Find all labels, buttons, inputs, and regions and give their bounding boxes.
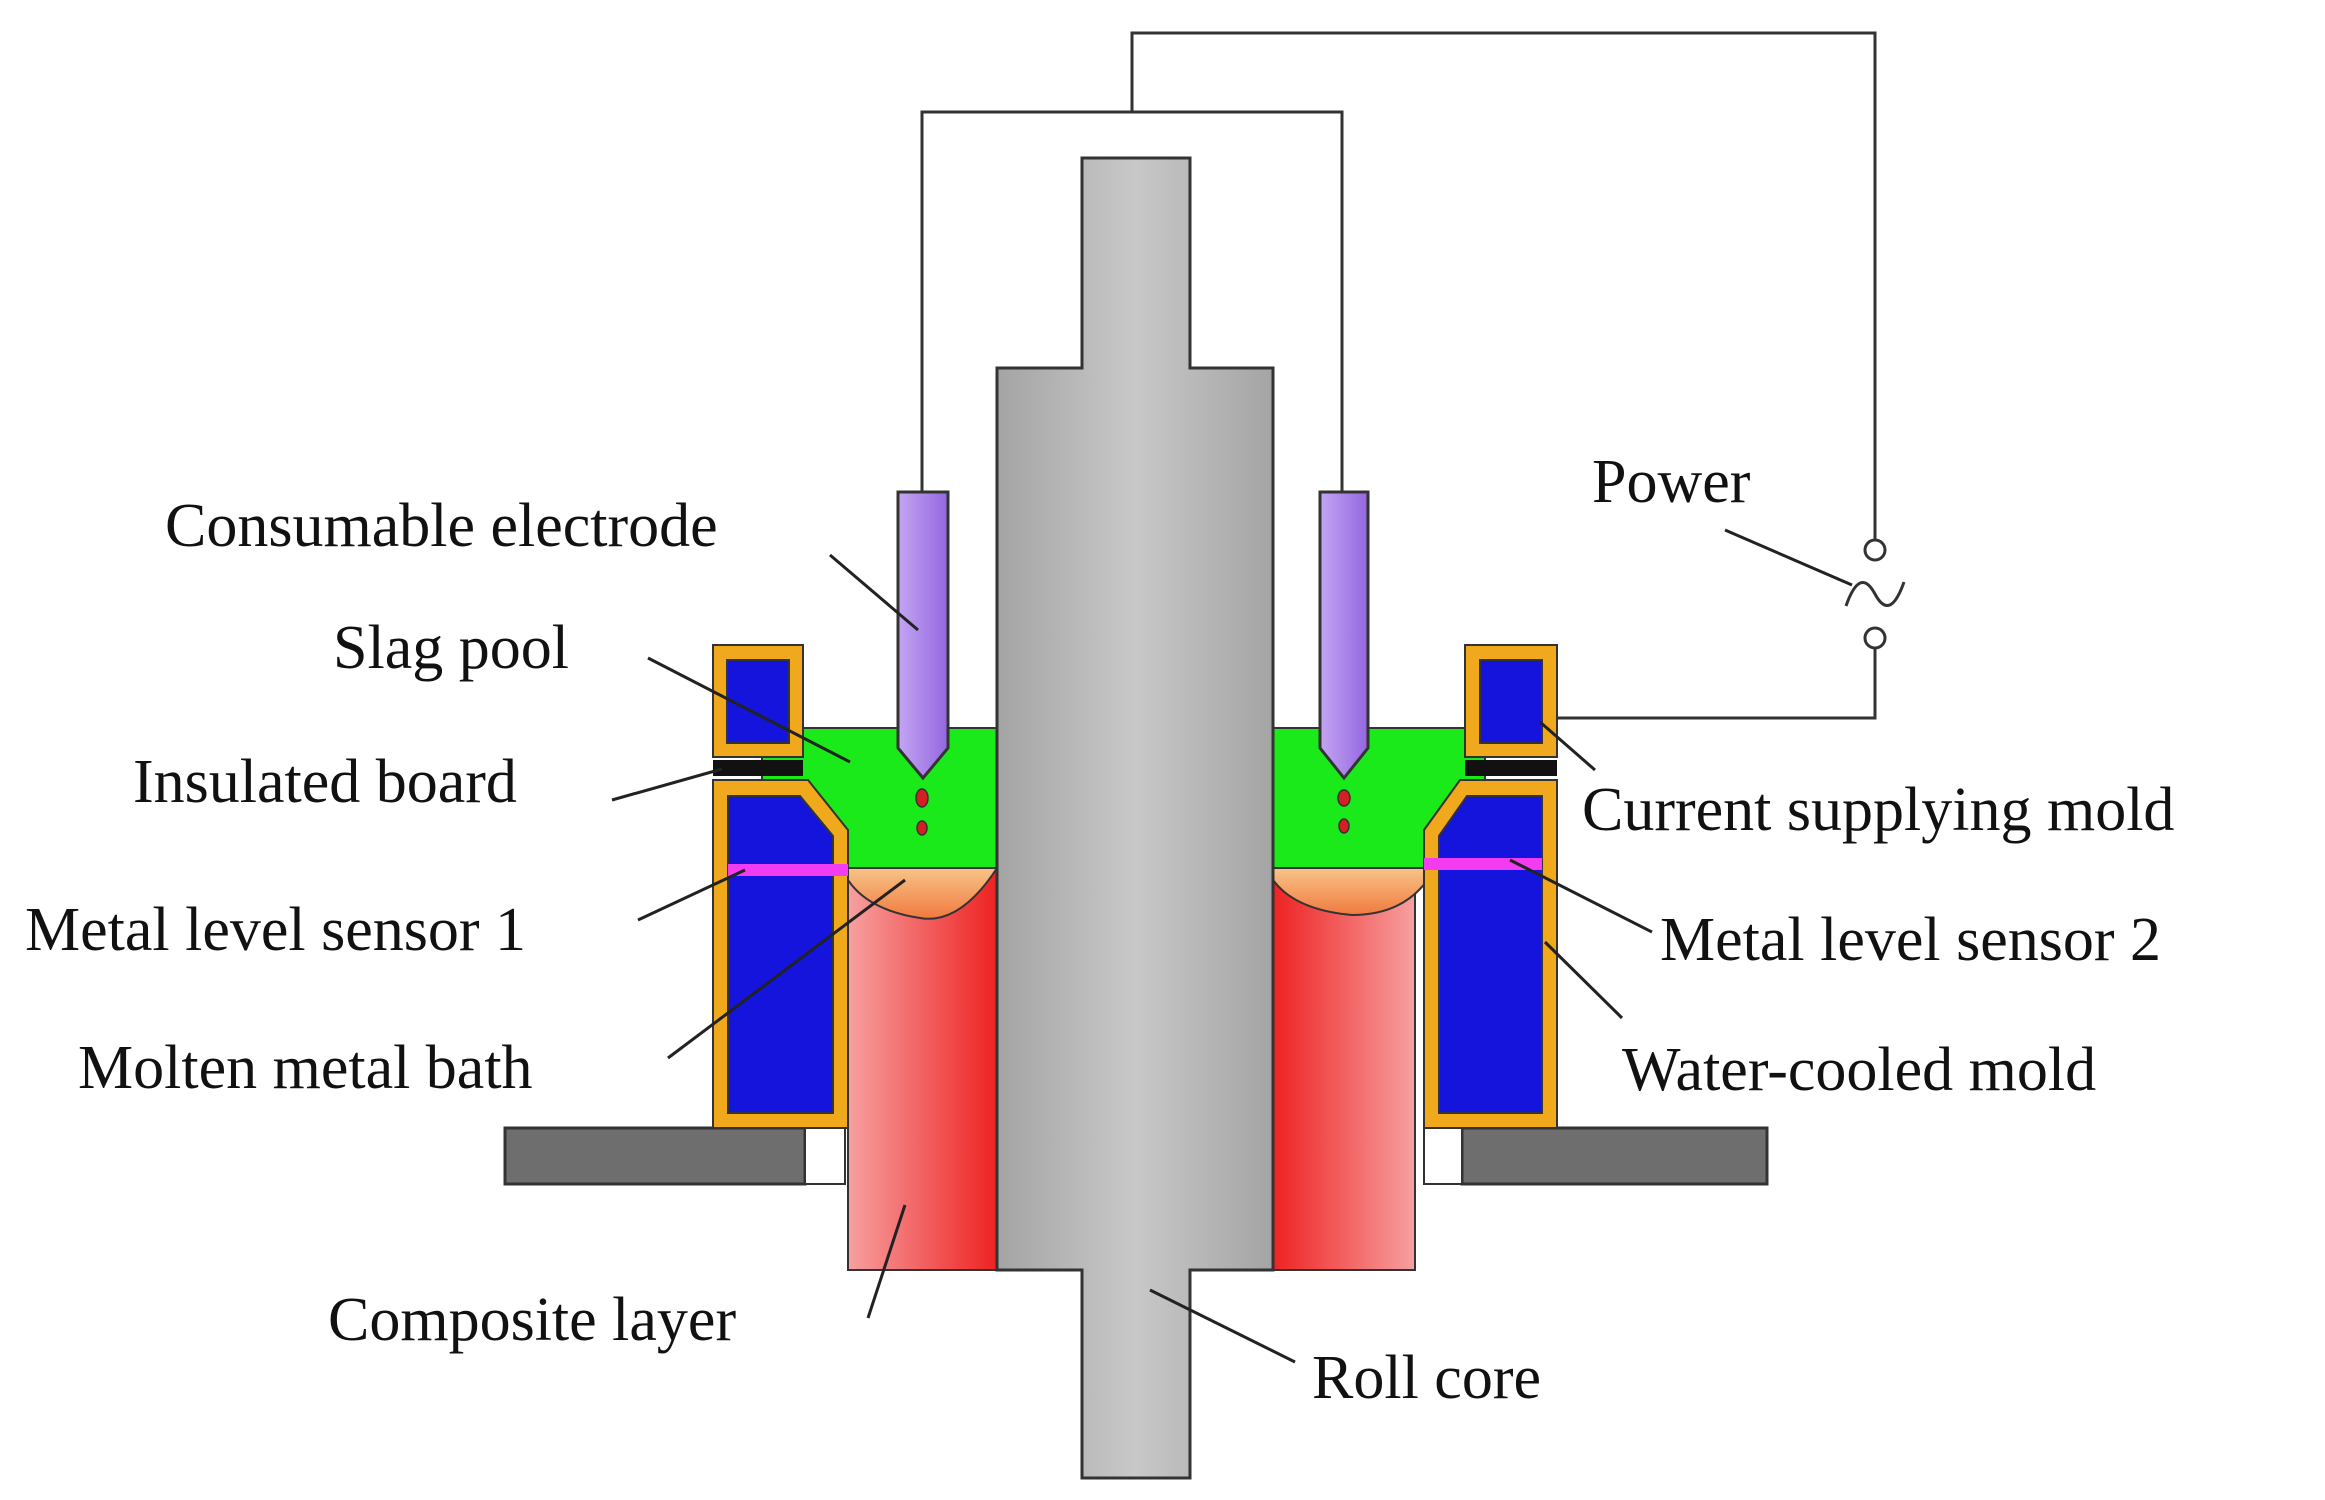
left-molten-metal-bath <box>847 867 999 920</box>
power-terminal-bottom-icon <box>1863 626 1887 650</box>
consumable-electrode-label: Consumable electrode <box>165 492 718 560</box>
roll-core <box>995 156 1275 1480</box>
insulated-board-label: Insulated board <box>133 748 517 816</box>
left-droplet-2 <box>916 820 928 836</box>
molten-metal-bath-label: Molten metal bath <box>78 1034 533 1102</box>
metal-level-sensor-2-label: Metal level sensor 2 <box>1660 906 2161 974</box>
current-supplying-mold-leader <box>1539 720 1596 772</box>
left-composite-layer <box>847 867 998 1271</box>
left-base-gap <box>804 1127 846 1185</box>
roll-core-label: Roll core <box>1312 1344 1541 1412</box>
metal-level-sensor-1-label: Metal level sensor 1 <box>25 896 526 964</box>
leader-lines <box>611 528 1853 1364</box>
composite-layer-leader <box>866 1204 907 1319</box>
composite-layer-label: Composite layer <box>328 1286 736 1354</box>
left-droplet-1 <box>915 788 929 808</box>
current-supplying-mold-label: Current supplying mold <box>1582 776 2174 844</box>
ac-source-icon <box>1844 581 1906 607</box>
right-droplet-2 <box>1338 818 1350 834</box>
right-composite-layer <box>1272 867 1416 1271</box>
metal-level-sensor-2-leader <box>1509 858 1653 934</box>
left-current-mold-cooling <box>726 659 790 744</box>
right-water-cooled-mold-cooling <box>1438 795 1543 1114</box>
consumable-electrode-leader <box>829 553 919 632</box>
right-consumable-electrode <box>1318 490 1370 781</box>
left-water-cooled-mold-cooling <box>727 795 834 1114</box>
left-base-plate <box>503 1126 807 1186</box>
supply-wire-top <box>1130 31 1877 540</box>
metal-level-sensor-1-leader <box>637 868 746 922</box>
molten-metal-bath-leader <box>667 878 906 1060</box>
water-cooled-mold-leader <box>1543 940 1624 1020</box>
power-label: Power <box>1592 448 1751 516</box>
slag-pool-label: Slag pool <box>333 614 569 682</box>
right-molten-metal-bath <box>1272 867 1437 917</box>
power-terminal-top-icon <box>1863 538 1887 562</box>
right-base-gap <box>1423 1127 1463 1185</box>
left-insulated-board <box>713 760 803 776</box>
power-circuit <box>920 31 1906 720</box>
roll-core-leader <box>1149 1288 1296 1364</box>
left-metal-level-sensor <box>728 864 848 876</box>
supply-wire-bottom <box>1545 648 1877 720</box>
left-consumable-electrode <box>896 490 950 781</box>
power-leader <box>1724 528 1853 587</box>
right-insulated-board <box>1465 760 1557 776</box>
slag-pool-leader <box>647 656 851 764</box>
right-current-mold-cooling <box>1479 659 1543 744</box>
right-base-plate <box>1460 1126 1769 1186</box>
insulated-board-leader <box>611 767 723 802</box>
right-droplet-1 <box>1337 789 1351 807</box>
water-cooled-mold-label: Water-cooled mold <box>1622 1036 2096 1104</box>
